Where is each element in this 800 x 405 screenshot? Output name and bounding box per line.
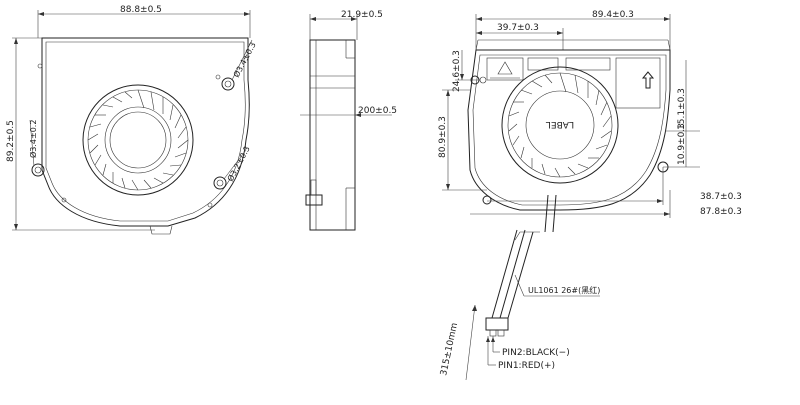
label-text: LABEL	[546, 119, 574, 129]
pin2-label: PIN2:BLACK(−)	[502, 348, 570, 358]
front-view: 88.8±0.5 89.2±0.5	[6, 5, 258, 235]
front-height-dim: 89.2±0.5	[6, 120, 16, 162]
back-bottom-dim-2: 87.8±0.3	[700, 207, 742, 217]
back-width-dim: 89.4±0.3	[592, 10, 634, 20]
pin1-label: PIN1:RED(+)	[498, 361, 555, 371]
back-height-dim: 80.9±0.3	[438, 116, 448, 158]
side-thickness-dim: 21.9±0.5	[341, 10, 383, 20]
front-hole-bottom-dim: Ø3.2±0.3	[225, 144, 252, 183]
side-view: 21.9±0.5 200±0.5	[300, 10, 397, 231]
side-cable-dim: 200±0.5	[358, 106, 397, 116]
back-right-dim-2: 10.9±0.3	[677, 123, 687, 165]
cable: UL1061 26#(黑红) 315±10mm PIN2:BLACK(−) PI…	[439, 194, 600, 381]
back-top-offset-dim: 24.6±0.3	[452, 50, 462, 92]
front-width-dim: 88.8±0.5	[120, 5, 162, 15]
back-right-dim-1: 15.1±0.3	[677, 88, 687, 130]
wire-spec: UL1061 26#(黑红)	[528, 285, 600, 295]
cable-length-dim: 315±10mm	[439, 322, 460, 377]
front-hole-top-dim: Ø3.4±0.3	[231, 40, 258, 79]
back-inner-width-dim: 39.7±0.3	[497, 23, 539, 33]
back-view: 89.4±0.3 39.7±0.3	[438, 10, 742, 218]
front-hole-left-dim: Ø3.4±0.2	[28, 120, 38, 158]
back-bottom-dim-1: 38.7±0.3	[700, 192, 742, 202]
